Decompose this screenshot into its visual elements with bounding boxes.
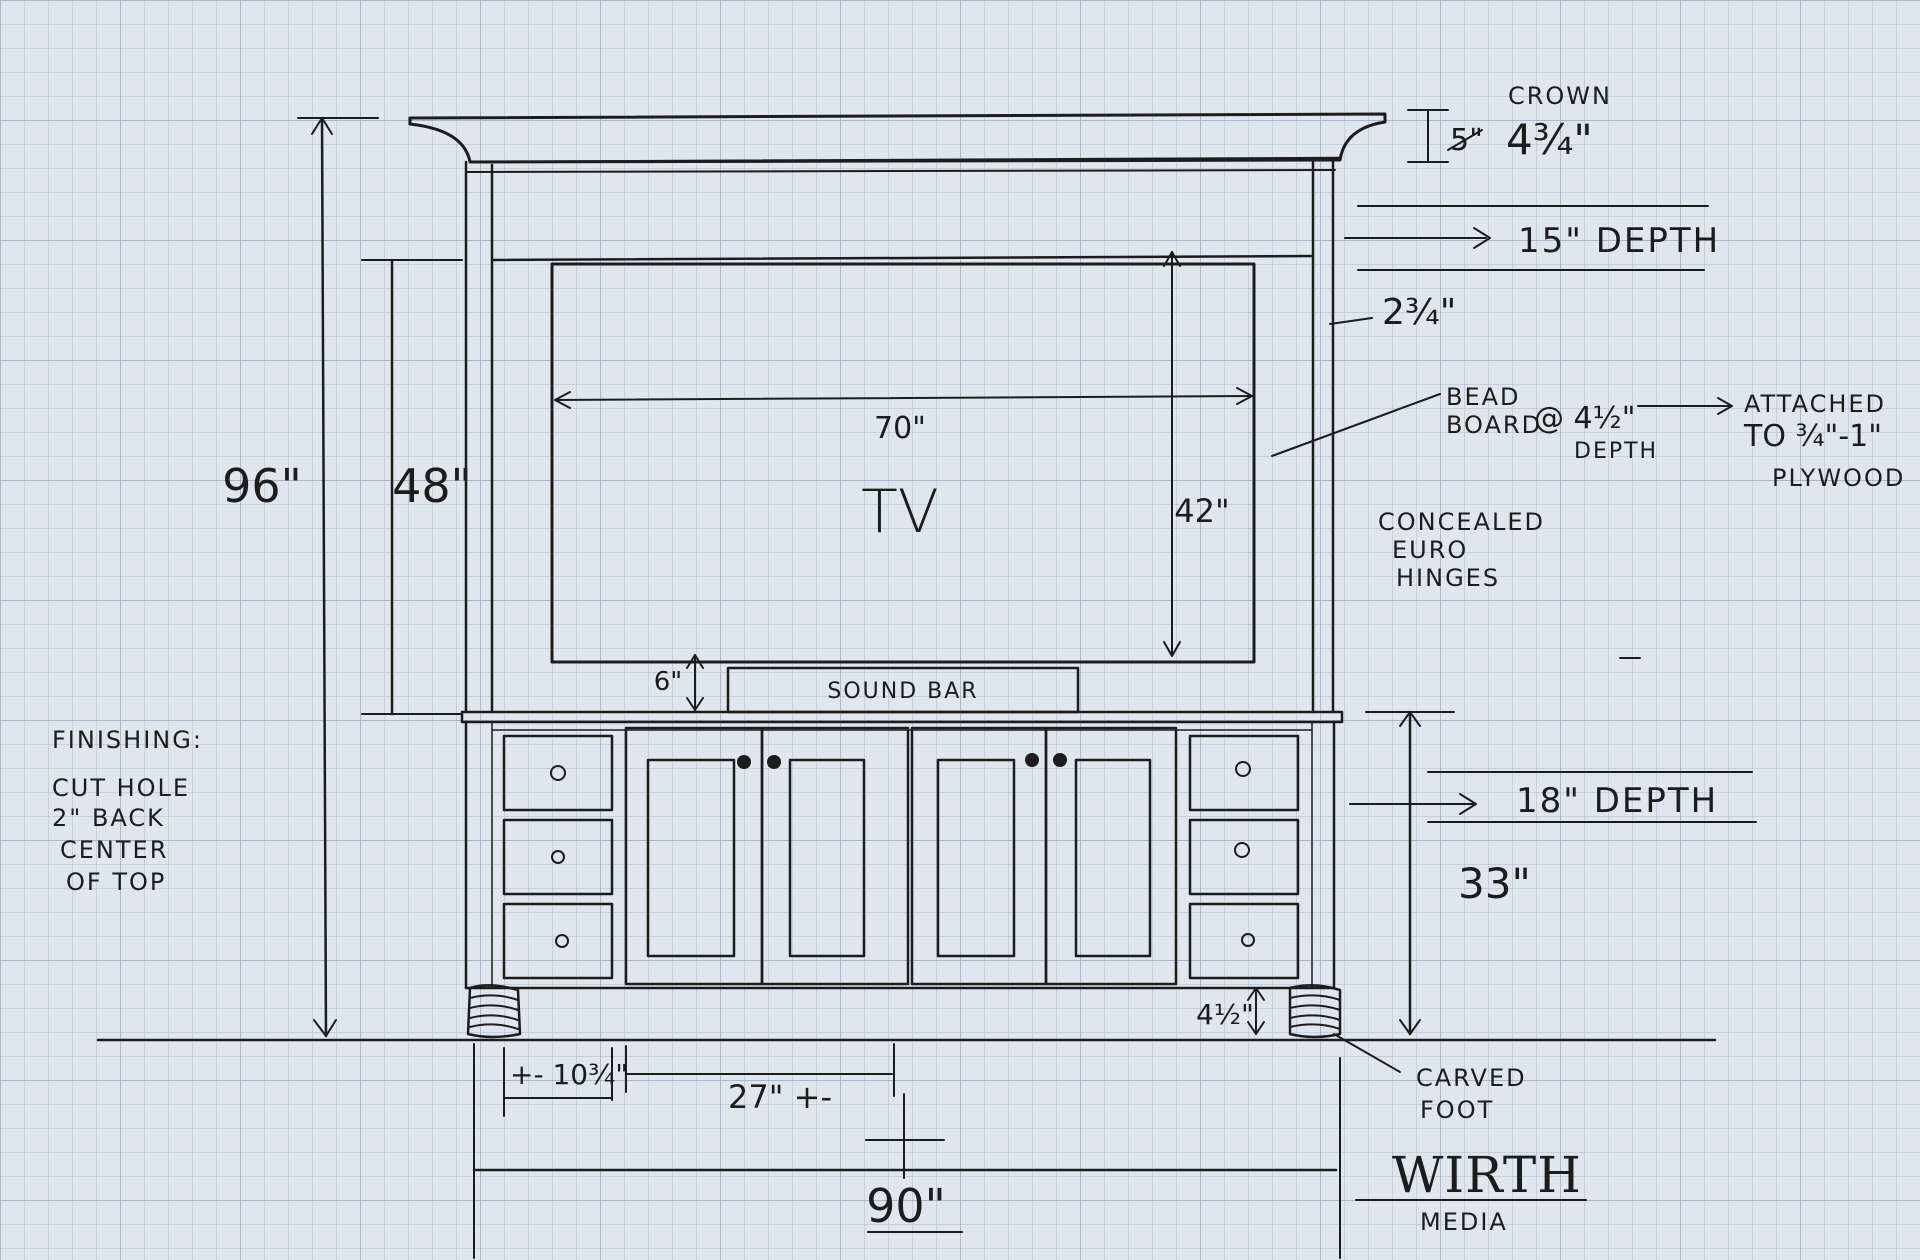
drawer	[502, 734, 614, 812]
door	[1044, 726, 1178, 986]
glass-panel	[788, 758, 866, 958]
overall-height-dimension	[297, 116, 379, 1038]
door-knob	[737, 755, 751, 769]
opening-height-dimension	[361, 258, 463, 716]
bead-attached-arrow	[1637, 397, 1733, 415]
soundbar-gap-dimension	[686, 654, 704, 711]
finishing-line-2: 2" BACK	[52, 804, 165, 832]
carved-foot-label-2: FOOT	[1420, 1096, 1494, 1124]
carved-foot-leader	[1333, 1033, 1401, 1073]
door-knob	[1053, 753, 1067, 767]
glass-panel	[936, 758, 1016, 958]
bead-board-label-2: BOARD	[1446, 411, 1542, 439]
cabinet-doors	[624, 726, 1178, 986]
left-carved-foot	[466, 984, 522, 1039]
base-depth-label: 18" DEPTH	[1516, 781, 1718, 821]
upper-depth-label: 15" DEPTH	[1518, 221, 1720, 261]
hinges-label-2: EURO	[1392, 536, 1468, 564]
carved-foot-label-1: CARVED	[1416, 1064, 1527, 1092]
left-drawer-stack	[502, 734, 614, 980]
brand-subtitle: MEDIA	[1420, 1208, 1508, 1236]
drawer	[502, 818, 614, 896]
tv-height-dimension	[1163, 251, 1181, 657]
left-side-panel	[464, 160, 494, 714]
right-carved-foot	[1288, 984, 1342, 1039]
foot-height-label: 4½"	[1196, 998, 1254, 1031]
crown-new-size: 4¾"	[1506, 115, 1593, 164]
bead-board-leader	[1271, 393, 1441, 457]
finishing-line-4: OF TOP	[66, 868, 166, 896]
attached-label-2: TO ¾"-1"	[1743, 419, 1882, 454]
glass-panel	[646, 758, 736, 958]
brand-name: WIRTH	[1392, 1146, 1582, 1204]
tv-label: TV	[861, 477, 939, 547]
bead-board-label-1: BEAD	[1446, 383, 1521, 411]
crown-old-size: 5"	[1450, 123, 1483, 158]
attached-label-3: PLYWOOD	[1772, 464, 1905, 492]
drawer-knob	[1241, 933, 1255, 947]
right-drawer-stack	[1188, 734, 1300, 980]
opening-height-label: 48"	[392, 459, 472, 513]
tv-width-label: 70"	[874, 411, 926, 446]
side-width-leader	[1329, 317, 1373, 325]
drawer-knob	[551, 850, 565, 864]
overall-width-label: 90"	[866, 1179, 946, 1233]
glass-panel	[1074, 758, 1152, 958]
side-width-label: 2¾"	[1382, 292, 1456, 333]
door-knob	[767, 755, 781, 769]
drawer-width-label: +- 10¾"	[510, 1058, 628, 1091]
crown-dimension	[1407, 109, 1449, 163]
tv-height-label: 42"	[1174, 492, 1229, 530]
drawer-knob	[550, 765, 566, 781]
base-cabinet	[464, 720, 1336, 990]
soundbar-gap-label: 6"	[654, 667, 683, 697]
opening-top-rail	[490, 254, 1315, 262]
door-spacing-dimension	[625, 1043, 945, 1179]
drawer-knob	[1235, 761, 1251, 777]
foot-height-dimension	[1247, 987, 1265, 1035]
finishing-title: FINISHING:	[52, 726, 203, 754]
sound-bar-label: SOUND BAR	[827, 679, 978, 704]
attached-label-1: ATTACHED	[1744, 390, 1886, 418]
right-side-panel	[1311, 158, 1335, 714]
bead-board-depth: @ 4½"	[1534, 401, 1636, 436]
tv-outline	[550, 262, 1256, 664]
door-knob	[1025, 753, 1039, 767]
drawer	[502, 902, 614, 980]
door-spacing-label: 27" +-	[728, 1078, 832, 1116]
upper-depth-callout	[1344, 205, 1709, 271]
base-height-label: 33"	[1458, 859, 1531, 908]
drawer-width-dimension	[503, 1047, 613, 1117]
finishing-line-3: CENTER	[60, 836, 168, 864]
drawer	[1188, 734, 1300, 812]
door	[760, 726, 910, 986]
hinges-label-1: CONCEALED	[1378, 508, 1545, 536]
crown-strike-line	[1447, 129, 1483, 151]
crown-label: CROWN	[1508, 82, 1612, 110]
base-height-dimension	[1365, 710, 1455, 1036]
base-depth-callout	[1349, 771, 1757, 823]
crown-molding	[408, 112, 1387, 173]
drawer-knob	[555, 934, 569, 948]
hinges-label-3: HINGES	[1396, 564, 1500, 592]
overall-width-dimension	[472, 1043, 1341, 1259]
bead-board-depth-word: DEPTH	[1574, 439, 1658, 464]
drawer-knob	[1234, 842, 1250, 858]
tv-width-dimension	[554, 387, 1253, 409]
base-countertop	[460, 710, 1344, 724]
overall-height-label: 96"	[222, 459, 302, 513]
finishing-line-1: CUT HOLE	[52, 774, 190, 802]
drawer	[1188, 818, 1300, 896]
drawer	[1188, 902, 1300, 980]
